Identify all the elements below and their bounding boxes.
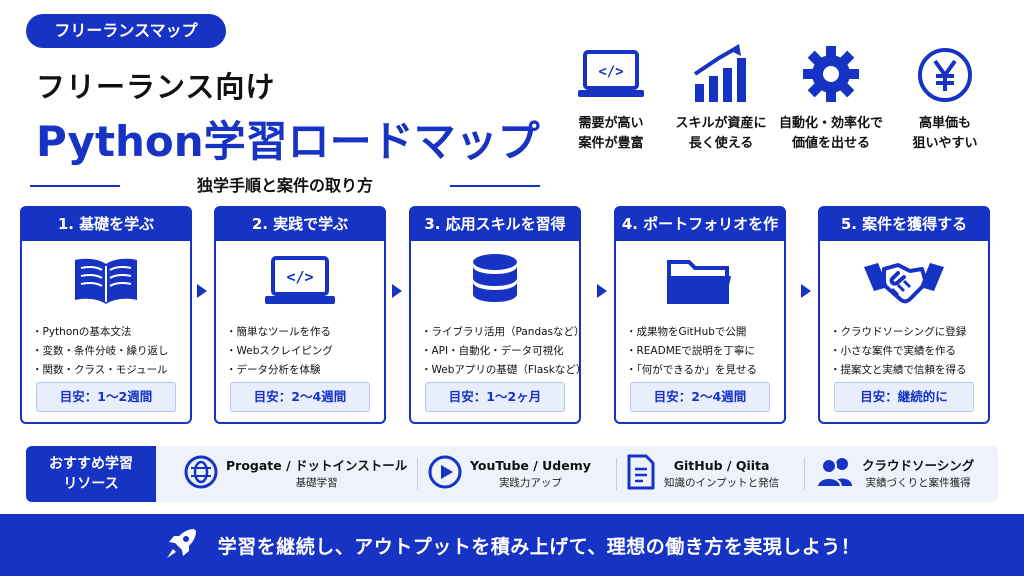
laptop-code-icon: </> [556, 40, 666, 104]
title-line-2: Python学習ロードマップ [36, 117, 540, 166]
list-item: ・Webアプリの基礎（Flaskなど） [421, 364, 587, 376]
people-icon [815, 456, 854, 492]
subtitle-rule-right [450, 185, 540, 187]
feature-label: 狙いやすい [912, 136, 978, 151]
list-item: ・提案文と実績で信頼を得る [830, 364, 967, 376]
list-item: ・小さな案件で実績を作る [830, 345, 956, 357]
step-title: 5. 案件を獲得する [819, 207, 989, 241]
feature-label: 高単価も [918, 116, 971, 131]
brand-badge: フリーランスマップ [26, 14, 226, 48]
footer-message: 学習を継続し、アウトプットを積み上げて、理想の働き方を実現しよう！ [217, 535, 861, 558]
feature-high-price: 高単価も狙いやすい [890, 40, 1000, 154]
divider [417, 458, 418, 490]
feature-label: 案件が豊富 [578, 136, 644, 151]
resource-name: クラウドソーシング [862, 458, 975, 473]
list-item: ・Webスクレイピング [226, 345, 333, 357]
feature-label: 需要が高い [578, 116, 644, 131]
divider [616, 458, 617, 490]
list-item: ・関数・クラス・モジュール [32, 364, 168, 376]
step-title: 4. ポートフォリオを作る [615, 207, 785, 267]
duration-badge: 目安：2〜4週間 [230, 382, 370, 412]
list-item: ・READMEで説明を丁寧に [626, 345, 755, 357]
resource-desc: 知識のインプットと発信 [664, 477, 780, 489]
book-icon [22, 241, 190, 323]
arrow-right-icon [392, 284, 402, 298]
duration-badge: 目安：継続的に [834, 382, 974, 412]
duration-badge: 目安：2〜4週間 [630, 382, 770, 412]
list-item: ・クラウドソーシングに登録 [830, 326, 967, 338]
list-item: ・API・自動化・データ可視化 [421, 345, 564, 357]
step-title: 1. 基礎を学ぶ [21, 207, 191, 241]
resource-item-crowdsourcing: クラウドソーシング 実績づくりと案件獲得 [815, 446, 975, 502]
resources-label-line: リソース [63, 476, 119, 492]
arrow-right-icon [597, 284, 607, 298]
laptop-code-icon: </> [216, 241, 384, 323]
resource-item-github: GitHub / Qiita 知識のインプットと発信 [626, 446, 779, 502]
resource-desc: 実践力アップ [498, 477, 562, 489]
folder-icon [616, 241, 784, 323]
step-card-1: 1. 基礎を学ぶ ・Pythonの基本文法 ・変数・条件分岐・繰り返し ・関数・… [20, 206, 192, 424]
svg-text:</>: </> [598, 64, 623, 80]
step-title: 2. 実践で学ぶ [215, 207, 385, 241]
subtitle-rule-left [30, 185, 120, 187]
feature-automation: 自動化・効率化で価値を出せる [776, 40, 886, 154]
resource-name: Progate / ドットインストール [226, 458, 408, 473]
rocket-icon [164, 525, 200, 565]
step-card-5: 5. 案件を獲得する ・クラウドソーシングに登録 ・小さな案件で実績を作る ・提… [818, 206, 990, 424]
subtitle: 独学手順と案件の取り方 [30, 172, 540, 198]
database-icon [411, 241, 579, 323]
list-item: ・データ分析を体験 [226, 364, 321, 376]
step-card-2: 2. 実践で学ぶ </> ・簡単なツールを作る ・Webスクレイピング ・データ… [214, 206, 386, 424]
duration-badge: 目安：1〜2ヶ月 [425, 382, 565, 412]
resources-bar: おすすめ学習 リソース Progate / ドットインストール 基礎学習 You… [26, 446, 998, 502]
document-icon [626, 454, 656, 494]
yen-icon [890, 40, 1000, 104]
progate-icon [184, 455, 218, 493]
resources-label-line: おすすめ学習 [49, 456, 133, 472]
arrow-right-icon [801, 284, 811, 298]
gear-icon [776, 40, 886, 104]
step-title: 3. 応用スキルを習得 [410, 207, 580, 241]
list-item: ・Pythonの基本文法 [32, 326, 132, 338]
list-item: ・「何ができるか」を見せる [626, 364, 758, 376]
handshake-icon [820, 241, 988, 323]
resource-name: GitHub / Qiita [673, 458, 770, 473]
resource-name: YouTube / Udemy [470, 458, 591, 473]
list-item: ・変数・条件分岐・繰り返し [32, 345, 169, 357]
svg-text:</>: </> [286, 268, 313, 286]
arrow-right-icon [197, 284, 207, 298]
resources-label: おすすめ学習 リソース [26, 446, 156, 502]
step-card-3: 3. 応用スキルを習得 ・ライブラリ活用（Pandasなど） ・API・自動化・… [409, 206, 587, 424]
subtitle-text: 独学手順と案件の取り方 [196, 176, 373, 195]
feature-label: スキルが資産に [675, 116, 767, 131]
resource-desc: 実績づくりと案件獲得 [865, 477, 971, 489]
step-card-4: 4. ポートフォリオを作る ・成果物をGitHubで公開 ・READMEで説明を… [614, 206, 786, 424]
feature-label: 長く使える [688, 136, 754, 151]
play-icon [428, 455, 462, 493]
feature-label: 自動化・効率化で [778, 116, 883, 131]
footer-banner: 学習を継続し、アウトプットを積み上げて、理想の働き方を実現しよう！ [0, 514, 1024, 576]
resource-desc: 基礎学習 [295, 477, 338, 489]
resource-item-progate: Progate / ドットインストール 基礎学習 [184, 446, 407, 502]
feature-demand: </> 需要が高い案件が豊富 [556, 40, 666, 154]
title-line-1: フリーランス向け [36, 70, 276, 104]
feature-label: 価値を出せる [791, 136, 870, 151]
list-item: ・簡単なツールを作る [226, 326, 331, 338]
divider [804, 458, 805, 490]
duration-badge: 目安：1〜2週間 [36, 382, 176, 412]
list-item: ・ライブラリ活用（Pandasなど） [421, 326, 585, 338]
resource-item-youtube: YouTube / Udemy 実践力アップ [428, 446, 591, 502]
list-item: ・成果物をGitHubで公開 [626, 326, 747, 338]
growth-chart-icon [666, 40, 776, 104]
feature-asset: スキルが資産に長く使える [666, 40, 776, 154]
